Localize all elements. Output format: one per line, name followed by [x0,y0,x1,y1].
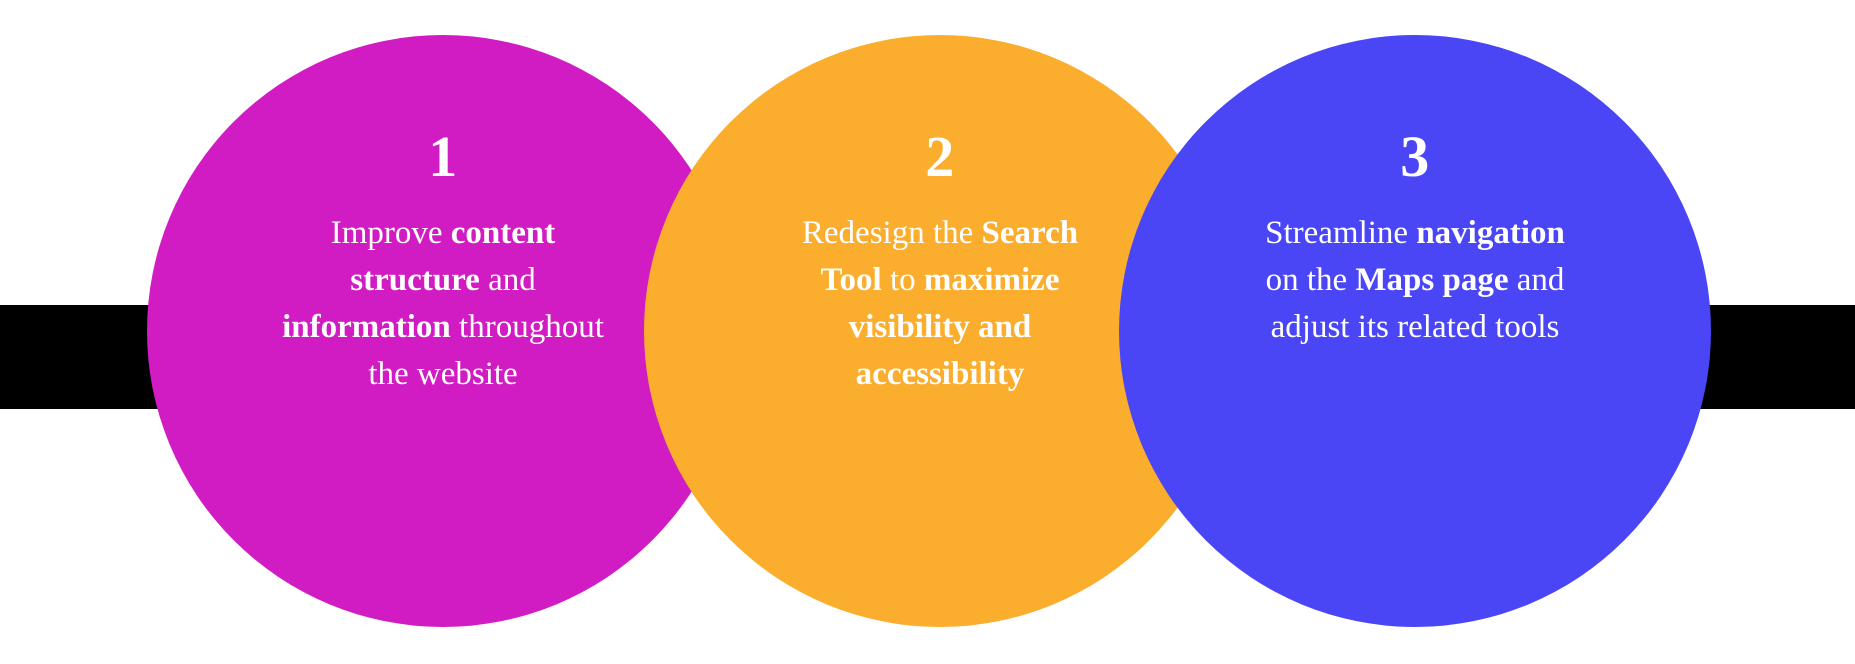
step-number-3: 3 [1400,124,1430,189]
step-circle-1[interactable]: 1 Improve content structure and informat… [147,35,739,627]
step-number-1: 1 [428,124,458,189]
step-number-2: 2 [925,124,955,189]
step-text-3: Streamline navigation on the Maps page a… [1265,215,1565,345]
step-text-1: Improve content structure and informatio… [282,215,604,392]
step-text-2: Redesign the Search Tool to maximize vis… [801,215,1079,392]
step-circle-3[interactable]: 3 Streamline navigation on the Maps page… [1119,35,1711,627]
